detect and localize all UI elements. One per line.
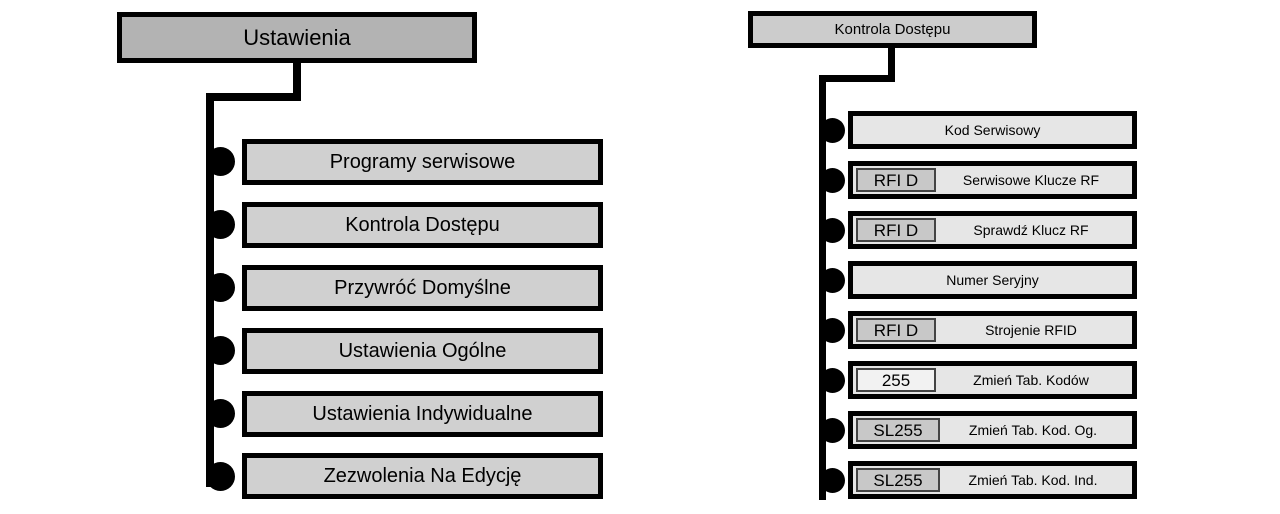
- right-bullet-3: [820, 218, 845, 243]
- left-node-4[interactable]: Ustawienia Ogólne: [242, 328, 603, 374]
- right-tree-title-label: Kontrola Dostępu: [834, 21, 951, 38]
- right-tree-title-box[interactable]: Kontrola Dostępu: [748, 11, 1037, 48]
- right-node-7-label: Zmień Tab. Kod. Og.: [968, 422, 1098, 438]
- right-node-7[interactable]: SL255 Zmień Tab. Kod. Og.: [848, 411, 1137, 449]
- left-node-4-label: Ustawienia Ogólne: [338, 340, 507, 362]
- right-node-4-label: Numer Seryjny: [946, 272, 1039, 288]
- right-node-2-label: Serwisowe Klucze RF: [962, 172, 1100, 188]
- right-bullet-4: [820, 268, 845, 293]
- right-bullet-8: [820, 468, 845, 493]
- left-bullet-4: [206, 336, 235, 365]
- left-node-6-label: Zezwolenia Na Edycję: [323, 465, 522, 487]
- right-node-6[interactable]: 255 Zmień Tab. Kodów: [848, 361, 1137, 399]
- left-node-1-label: Programy serwisowe: [329, 151, 516, 173]
- left-connector-drop: [293, 60, 301, 101]
- right-node-2[interactable]: RFI D Serwisowe Klucze RF: [848, 161, 1137, 199]
- rfid-badge-icon: RFI D: [856, 218, 936, 242]
- right-node-8[interactable]: SL255 Zmień Tab. Kod. Ind.: [848, 461, 1137, 499]
- left-node-2[interactable]: Kontrola Dostępu: [242, 202, 603, 248]
- rfid-badge-icon: RFI D: [856, 318, 936, 342]
- sl-code-badge-icon: SL255: [856, 468, 940, 492]
- left-node-5[interactable]: Ustawienia Indywidualne: [242, 391, 603, 437]
- right-bullet-5: [820, 318, 845, 343]
- right-bullet-6: [820, 368, 845, 393]
- right-connector-drop: [888, 45, 895, 81]
- right-node-3[interactable]: RFI D Sprawdź Klucz RF: [848, 211, 1137, 249]
- right-bullet-7: [820, 418, 845, 443]
- left-node-1[interactable]: Programy serwisowe: [242, 139, 603, 185]
- left-bullet-3: [206, 273, 235, 302]
- right-connector-elbow: [819, 75, 895, 82]
- left-bullet-5: [206, 399, 235, 428]
- left-node-3-label: Przywróć Domyślne: [334, 277, 511, 299]
- right-node-3-label: Sprawdź Klucz RF: [973, 222, 1089, 238]
- sl-code-badge-icon: SL255: [856, 418, 940, 442]
- right-node-1-label: Kod Serwisowy: [944, 122, 1041, 138]
- rfid-badge-icon: RFI D: [856, 168, 936, 192]
- right-node-5-label: Strojenie RFID: [985, 322, 1077, 338]
- left-bullet-6: [206, 462, 235, 491]
- left-connector-elbow: [206, 93, 301, 101]
- left-node-2-label: Kontrola Dostępu: [345, 214, 500, 236]
- right-node-4[interactable]: Numer Seryjny: [848, 261, 1137, 299]
- left-node-6[interactable]: Zezwolenia Na Edycję: [242, 453, 603, 499]
- left-tree-title-label: Ustawienia: [243, 24, 351, 50]
- right-node-1[interactable]: Kod Serwisowy: [848, 111, 1137, 149]
- right-node-8-label: Zmień Tab. Kod. Ind.: [968, 472, 1098, 488]
- code-count-badge-icon: 255: [856, 368, 936, 392]
- right-bullet-1: [820, 118, 845, 143]
- left-node-5-label: Ustawienia Indywidualne: [312, 403, 533, 425]
- right-node-5[interactable]: RFI D Strojenie RFID: [848, 311, 1137, 349]
- right-node-6-label: Zmień Tab. Kodów: [973, 372, 1089, 388]
- left-bullet-2: [206, 210, 235, 239]
- right-bullet-2: [820, 168, 845, 193]
- left-bullet-1: [206, 147, 235, 176]
- left-node-3[interactable]: Przywróć Domyślne: [242, 265, 603, 311]
